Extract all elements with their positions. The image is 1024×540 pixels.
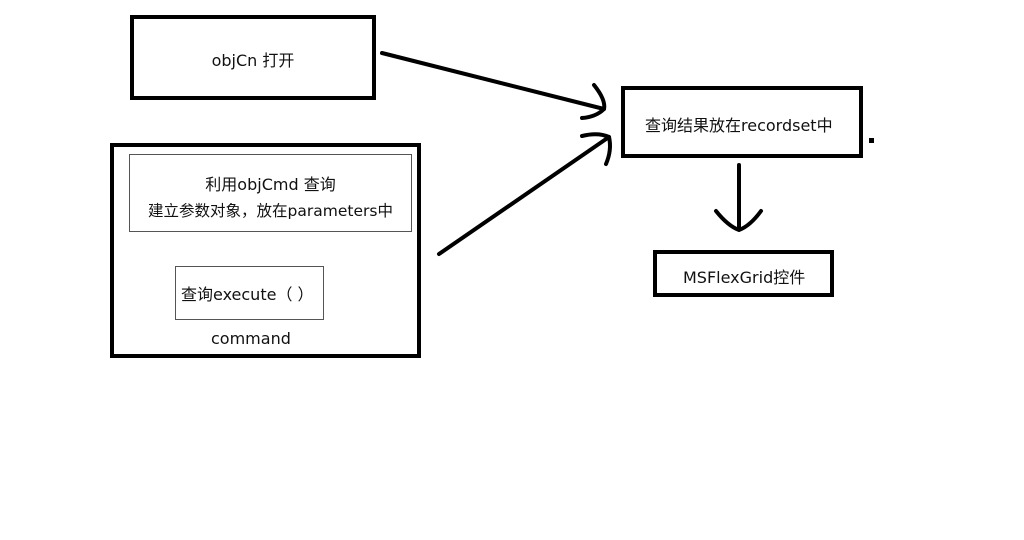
grid-node: MSFlexGrid控件	[653, 250, 834, 297]
grid-label: MSFlexGrid控件	[683, 268, 806, 287]
command-node: 利用objCmd 查询 建立参数对象，放在parameters中 查询execu…	[110, 143, 421, 358]
arrowhead-command-to-recordset	[580, 132, 612, 166]
recordset-label: 查询结果放在recordset中	[645, 116, 833, 135]
connection-label: objCn 打开	[211, 51, 295, 70]
connection-node: objCn 打开	[130, 15, 376, 100]
arrow-connection-to-recordset	[380, 51, 606, 111]
params-line-1: 利用objCmd 查询	[205, 175, 336, 194]
command-caption: command	[211, 329, 291, 348]
recordset-node: 查询结果放在recordset中	[621, 86, 863, 158]
arrow-command-to-recordset	[437, 135, 611, 256]
execute-box: 查询execute（ ）	[175, 266, 324, 320]
params-line-2: 建立参数对象，放在parameters中	[148, 202, 393, 220]
params-box: 利用objCmd 查询 建立参数对象，放在parameters中	[129, 154, 412, 232]
arrowhead-recordset-to-grid	[714, 209, 763, 232]
arrowhead-connection-to-recordset	[580, 83, 607, 120]
execute-label: 查询execute（ ）	[181, 285, 314, 304]
stray-dot	[869, 138, 874, 143]
